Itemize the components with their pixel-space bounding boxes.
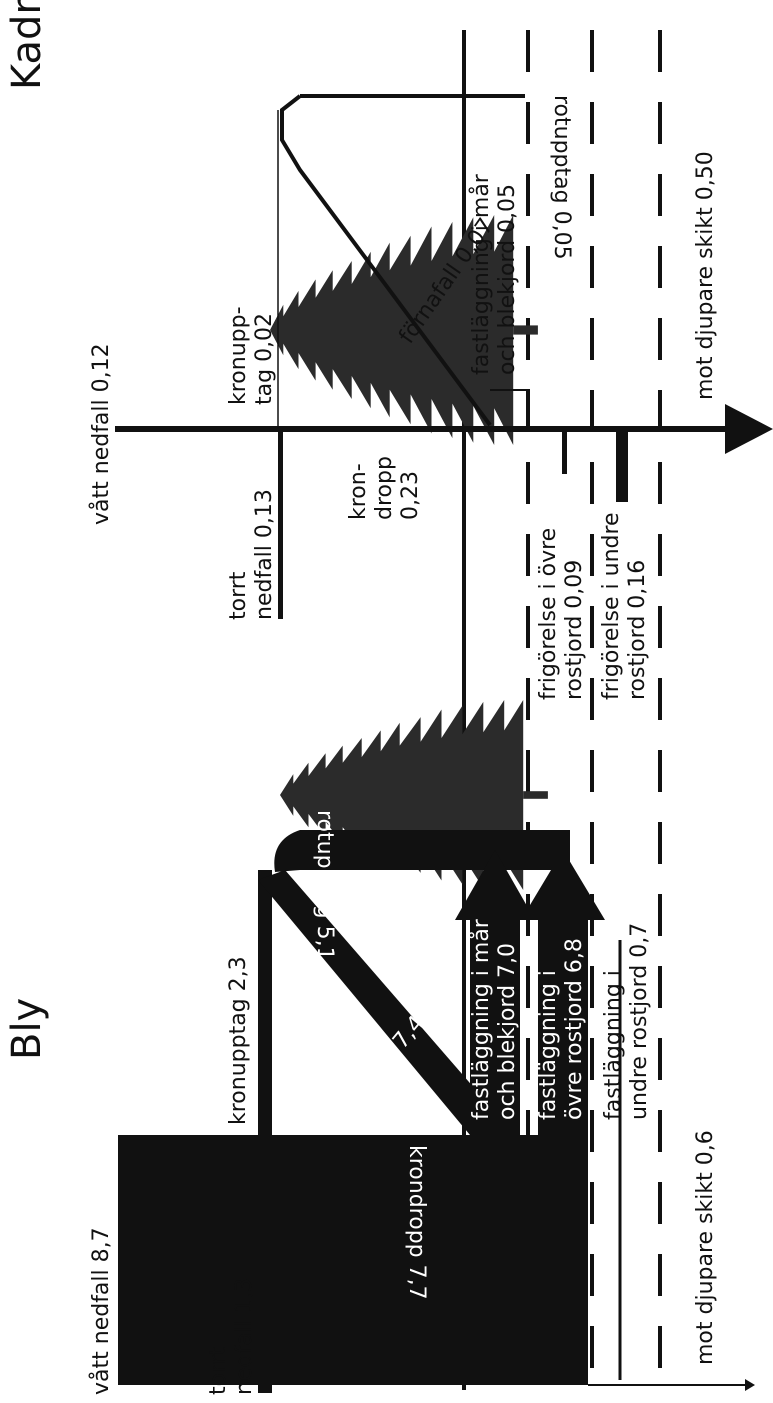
kadmium-fornafall-flow (280, 94, 492, 427)
kadmium-vatt-label: vått nedfall 0,12 (88, 343, 114, 525)
svg-text:rostjord 0,16: rostjord 0,16 (625, 560, 650, 700)
bly-djupare-label: mot djupare skikt 0,6 (693, 1130, 718, 1365)
svg-text:kron-: kron- (346, 463, 371, 520)
svg-text:övre rostjord 6,8: övre rostjord 6,8 (562, 938, 587, 1120)
svg-text:vått nedfall 8,7: vått nedfall 8,7 (88, 1227, 114, 1395)
bly-vatt-label: vått nedfall 8,7 (88, 1227, 114, 1395)
svg-text:nedfall 0,13: nedfall 0,13 (252, 489, 277, 620)
bly-fastlaggning-ovre-arrow (521, 850, 605, 1135)
svg-text:rotupptag 0,05: rotupptag 0,05 (549, 95, 574, 260)
kadmium-title: Kadmium (4, 0, 50, 90)
kadmium-kronupptag-label: kronupp- tag 0,02 (226, 306, 277, 405)
kadmium-frigorelse-undre-label: frigörelse i undre rostjord 0,16 (599, 512, 650, 700)
svg-text:dropp: dropp (372, 456, 397, 520)
svg-text:torrt: torrt (206, 1346, 231, 1395)
svg-text:fastläggning i mår: fastläggning i mår (468, 918, 494, 1120)
svg-text:kronupptag 2,3: kronupptag 2,3 (226, 956, 251, 1125)
kadmium-rotupptag-label: rotupptag 0,05 (549, 95, 574, 260)
bly-torrt-label: torrt nedfall 1,3 (206, 1278, 257, 1395)
svg-text:fastläggning i: fastläggning i (536, 970, 561, 1120)
svg-text:kronupp-: kronupp- (226, 306, 251, 405)
bly-vatt-flow (118, 1135, 588, 1385)
svg-text:rostjord 0,09: rostjord 0,09 (562, 560, 587, 700)
kadmium-frigorelse-undre-bar (616, 432, 628, 502)
kadmium-frigorelse-ovre-bar (562, 432, 567, 474)
kadmium-djupare-label: mot djupare skikt 0,50 (693, 151, 718, 400)
bly-title: Bly (4, 998, 50, 1060)
bly-krondropp-label: krondropp 7,7 (404, 1145, 429, 1300)
arrow-right-icon (745, 1379, 755, 1391)
svg-text:undre rostjord 0,7: undre rostjord 0,7 (627, 923, 652, 1120)
kadmium-torrt-flow (278, 429, 283, 619)
kadmium-main-flow (115, 426, 725, 432)
svg-text:mot djupare skikt 0,6: mot djupare skikt 0,6 (693, 1130, 718, 1365)
svg-text:torrt: torrt (226, 571, 251, 620)
svg-text:fastläggning i mår: fastläggning i mår (468, 173, 494, 375)
svg-text:förnafall 7,4: förnafall 7,4 (325, 1011, 429, 1129)
bly-fornafall-flow (258, 870, 515, 1135)
svg-text:mot djupare skikt 0,50: mot djupare skikt 0,50 (693, 151, 718, 400)
bly-kronupptag-label: kronupptag 2,3 (226, 956, 251, 1125)
arrow-right-icon (725, 404, 773, 454)
kadmium-krondropp-label: kron- dropp 0,23 (346, 456, 423, 520)
bly-fastlaggning-ovre-label: fastläggning i övre rostjord 6,8 (536, 938, 587, 1120)
bly-fastlaggning-mar-arrow (455, 850, 535, 1135)
svg-text:nedfall 1,3: nedfall 1,3 (232, 1278, 257, 1395)
kadmium-fastlaggning-label: fastläggning i mår och blekjord 0,05 (468, 173, 520, 375)
bly-fornafall-label: förnafall 7,4 (325, 1011, 429, 1129)
svg-text:frigörelse i övre: frigörelse i övre (536, 528, 561, 700)
bly-fastlaggning-undre-label: fastläggning i undre rostjord 0,7 (601, 923, 652, 1120)
svg-text:frigörelse i undre: frigörelse i undre (599, 512, 624, 700)
kadmium-torrt-label: torrt nedfall 0,13 (226, 489, 277, 620)
svg-text:och blekjord 7,0: och blekjord 7,0 (495, 943, 520, 1120)
bly-panel: Bly vått nedfall 8,7 torrt nedfall 1,3 (4, 700, 755, 1395)
svg-text:vått nedfall 0,12: vått nedfall 0,12 (88, 343, 114, 525)
svg-text:rotupptag 5,1: rotupptag 5,1 (312, 810, 337, 961)
svg-text:fastläggning i: fastläggning i (601, 970, 626, 1120)
svg-text:krondropp 7,7: krondropp 7,7 (404, 1145, 429, 1300)
svg-text:och blekjord 0,05: och blekjord 0,05 (495, 184, 520, 375)
svg-text:tag 0,02: tag 0,02 (252, 313, 277, 405)
svg-text:0,23: 0,23 (398, 471, 423, 520)
kadmium-panel: Kadmium vått nedfall 0,12 torrt nedfall … (4, 0, 773, 700)
bly-kronupptag-flow (258, 870, 272, 1135)
bly-rotupptag-label: rotupptag 5,1 (312, 810, 337, 961)
bly-torrt-flow (258, 1385, 272, 1393)
bly-fastlaggning-mar-label: fastläggning i mår och blekjord 7,0 (468, 918, 520, 1120)
kadmium-frigorelse-ovre-label: frigörelse i övre rostjord 0,09 (536, 528, 587, 700)
